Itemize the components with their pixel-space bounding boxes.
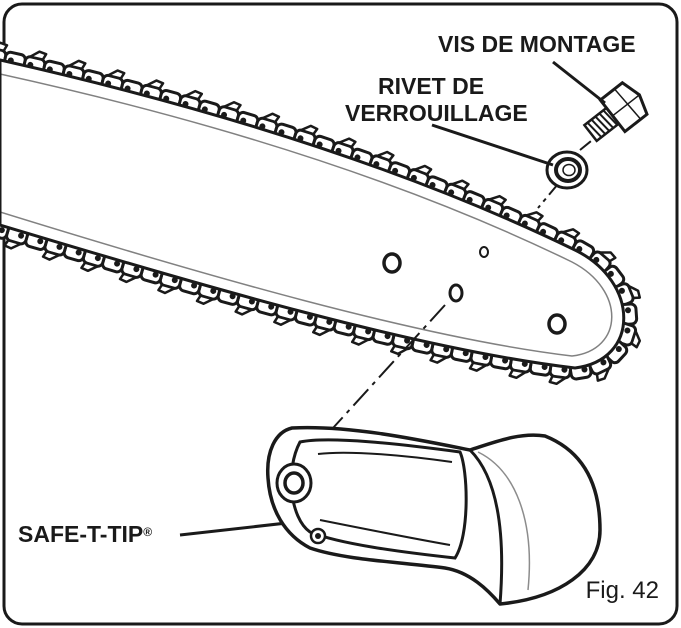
label-safe-t-tip: SAFE-T-TIP® [18, 523, 152, 546]
figure-number: Fig. 42 [585, 577, 659, 604]
mounting-screw [582, 80, 649, 143]
locking-rivet [545, 150, 589, 190]
bar-hole-large [382, 252, 402, 274]
label-mounting-screw: VIS DE MONTAGE [438, 31, 636, 57]
label-safe-t-tip-text: SAFE-T-TIP [18, 521, 144, 547]
bar-hole-small [479, 246, 489, 258]
alignment-line-tip [332, 304, 446, 429]
leader-mounting-screw [552, 60, 606, 105]
label-locking-rivet-line1: RIVET DE [378, 73, 485, 99]
bar-hole-tip [547, 313, 567, 335]
alignment-line-rivet [537, 183, 559, 209]
registered-mark: ® [143, 525, 153, 539]
bar-hole-mount [448, 283, 464, 303]
guide-bar [0, 58, 626, 370]
leader-locking-rivet [431, 123, 554, 167]
guide-bar-rail [0, 73, 613, 357]
safe-t-tip-guard [265, 425, 602, 606]
label-locking-rivet-line2: VERROUILLAGE [345, 100, 528, 126]
